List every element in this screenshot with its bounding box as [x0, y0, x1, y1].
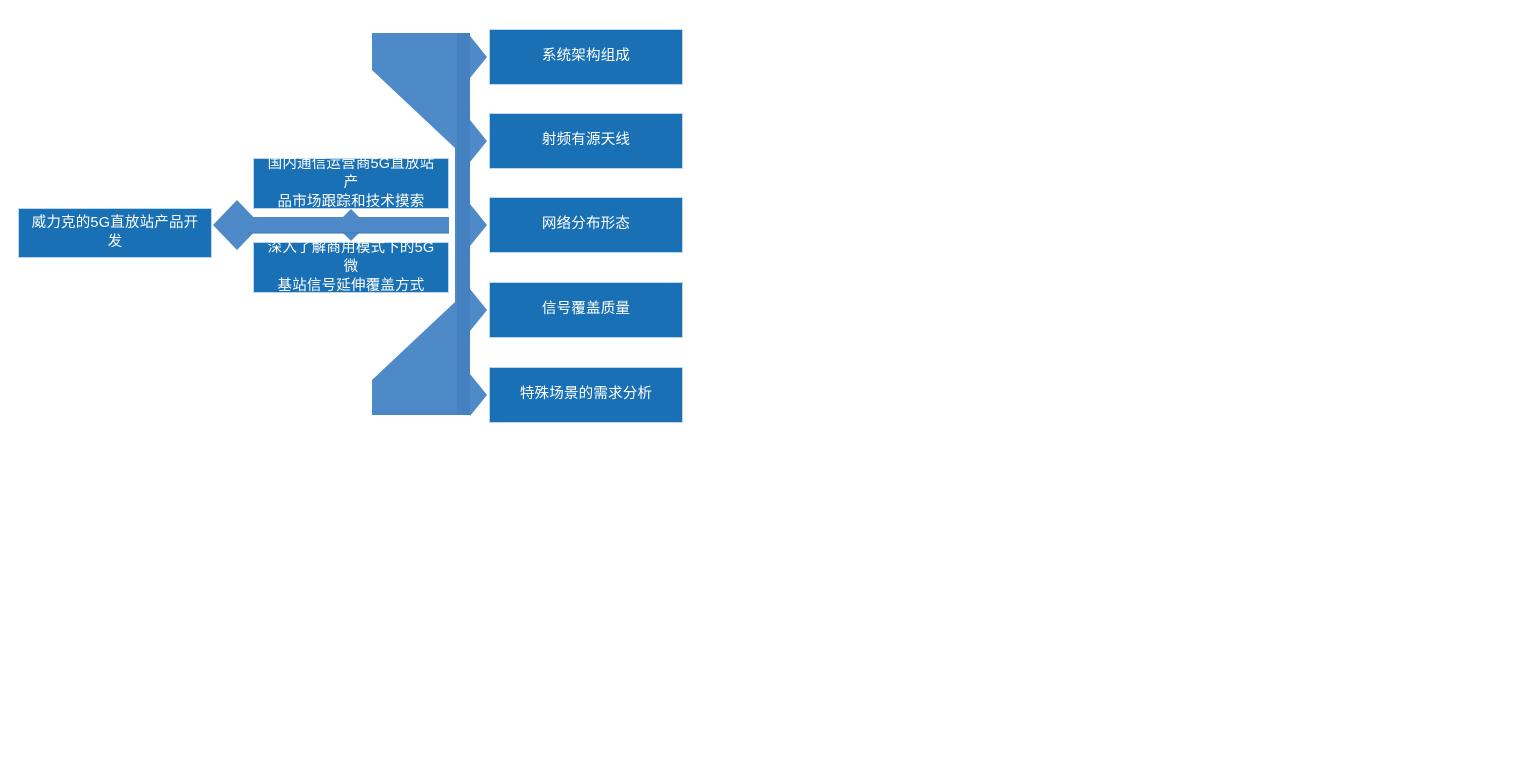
- node-leaf-3-label: 网络分布形态: [541, 216, 631, 233]
- node-leaf-1[interactable]: 系统架构组成: [489, 29, 683, 85]
- node-leaf-2[interactable]: 射频有源天线: [489, 113, 683, 169]
- node-root[interactable]: 威力克的5G直放站产品开发: [18, 208, 212, 258]
- node-leaf-5[interactable]: 特殊场景的需求分析: [489, 367, 683, 423]
- node-branch-1[interactable]: 国内通信运营商5G直放站产 品市场跟踪和技术摸索: [253, 155, 449, 211]
- connector-branches-to-leaves: [372, 33, 487, 416]
- node-leaf-4-label: 信号覆盖质量: [541, 301, 631, 318]
- node-leaf-2-label: 射频有源天线: [541, 132, 631, 149]
- node-leaf-3[interactable]: 网络分布形态: [489, 197, 683, 253]
- node-branch-2[interactable]: 深入了解商用模式下的5G微 基站信号延伸覆盖方式: [253, 239, 449, 295]
- node-leaf-4[interactable]: 信号覆盖质量: [489, 282, 683, 338]
- node-root-label: 威力克的5G直放站产品开发: [31, 214, 199, 250]
- node-branch-1-label: 国内通信运营商5G直放站产 品市场跟踪和技术摸索: [267, 155, 435, 211]
- node-branch-2-label: 深入了解商用模式下的5G微 基站信号延伸覆盖方式: [267, 239, 435, 295]
- node-leaf-5-label: 特殊场景的需求分析: [519, 386, 653, 403]
- node-leaf-1-label: 系统架构组成: [541, 48, 631, 65]
